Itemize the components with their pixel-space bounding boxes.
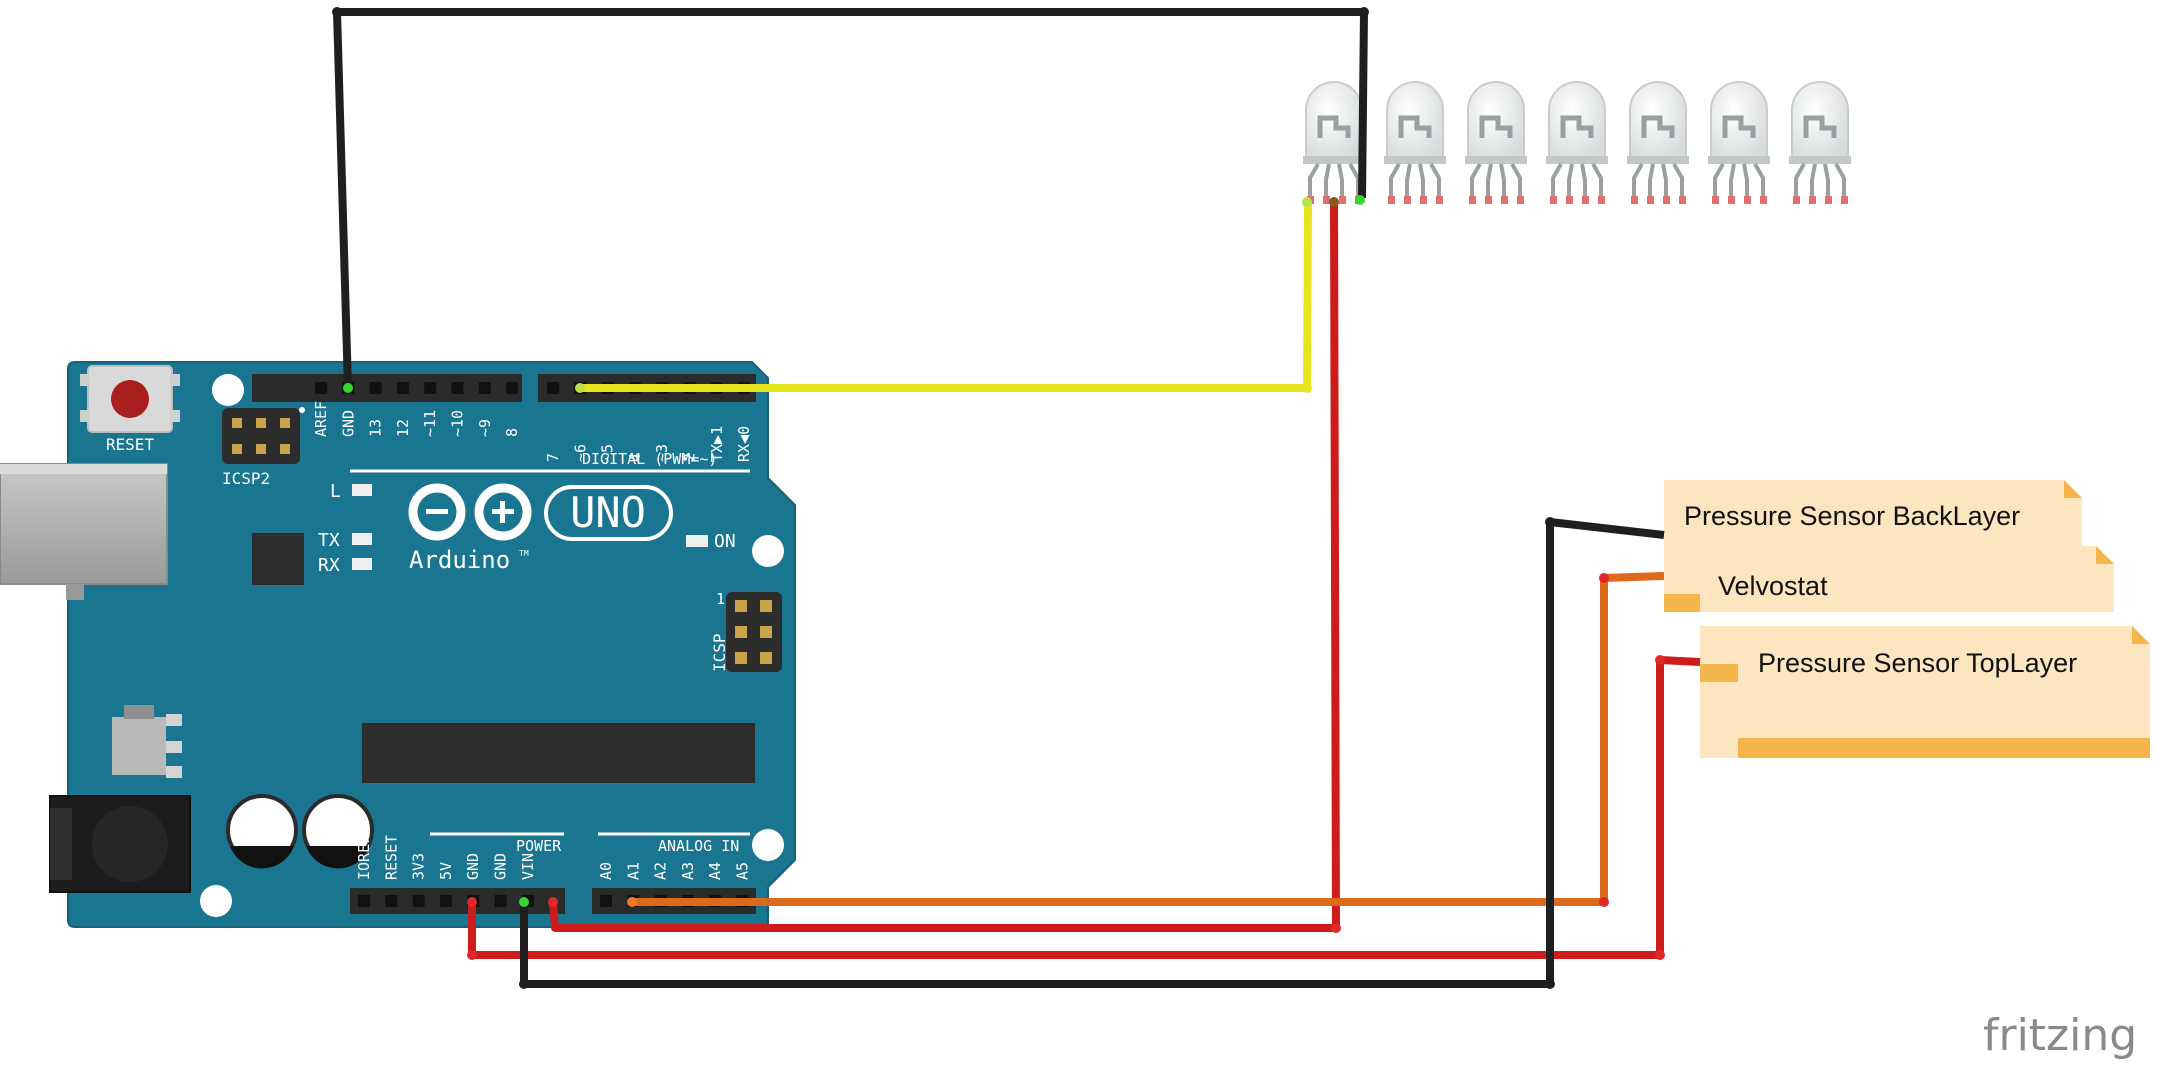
pin-label: RX◀0 (735, 426, 753, 462)
pin-label: GND (339, 410, 357, 437)
rgb-led[interactable] (1789, 81, 1851, 204)
pin-label: IOREF (355, 835, 373, 880)
power-header (350, 888, 565, 914)
header-pin (385, 895, 398, 907)
voltage-regulator (112, 705, 182, 778)
usb-chip (252, 533, 304, 585)
header-pin (494, 895, 507, 907)
pin-label: RESET (382, 835, 400, 880)
mount-hole (212, 374, 244, 406)
pin-label: ~3 (653, 444, 671, 462)
header-pin (369, 382, 382, 394)
pin-label: 2 (681, 453, 699, 462)
usb-connector (0, 463, 168, 585)
wire-yellow-d6-led[interactable] (580, 201, 1312, 392)
wires (332, 7, 1701, 989)
pin-label: 5V (437, 862, 455, 880)
reset-label: RESET (106, 435, 155, 454)
digital-label: DIGITAL (PWM=~) (582, 450, 717, 468)
analog-label: ANALOG IN (658, 837, 739, 855)
mount-hole (752, 535, 784, 567)
header-pin (358, 895, 370, 907)
pin-label: 12 (394, 419, 412, 437)
pin-label: 13 (367, 419, 385, 437)
rgb-led[interactable] (1708, 81, 1770, 204)
mount-hole (200, 885, 232, 917)
capacitor (302, 794, 374, 869)
rgb-led[interactable] (1627, 81, 1689, 204)
header-pin (547, 382, 559, 394)
header-pin (478, 382, 491, 394)
led-tx (352, 533, 372, 545)
wire-red-vin-led[interactable] (549, 201, 1340, 932)
pin-label: A1 (624, 862, 642, 880)
board-pcb (67, 361, 796, 928)
uno-logo: UNO (570, 488, 646, 537)
pin-label: VIN (519, 853, 537, 880)
header-pin (439, 895, 452, 907)
icsp-header (726, 592, 782, 672)
reset-button[interactable] (80, 365, 180, 433)
trademark: TM (519, 549, 529, 558)
digital-header-left (252, 374, 522, 402)
led-l-label: L (330, 481, 341, 502)
rgb-led-strip (1303, 81, 1851, 204)
icsp2-header (222, 407, 305, 464)
rgb-led[interactable] (1384, 81, 1446, 204)
header-pin (600, 895, 612, 907)
header-pin (424, 382, 437, 394)
pin-label: 3V3 (410, 853, 428, 880)
arduino-brand: Arduino (409, 546, 510, 574)
pin-label: 7 (544, 453, 562, 462)
header-pin (315, 382, 327, 394)
pin-label: GND (492, 853, 510, 880)
icsp2-label: ICSP2 (222, 469, 270, 488)
led-rx-label: RX (318, 555, 340, 576)
wire-black-gnd-led[interactable] (333, 8, 1368, 389)
icsp-pin1-label: 1 (716, 590, 725, 608)
led-tx-label: TX (318, 530, 340, 551)
led-rx (352, 558, 372, 570)
fritzing-watermark: fritzing (1983, 1010, 2137, 1061)
wire-orange-a1-velvostat[interactable] (632, 572, 1665, 906)
pin-label: ~11 (421, 410, 439, 437)
pin-label: A3 (679, 862, 697, 880)
pin-label: 8 (503, 428, 521, 437)
header-pin (412, 895, 425, 907)
led-on (686, 535, 708, 547)
pin-label: AREF (312, 401, 330, 437)
pin-label: A2 (652, 862, 670, 880)
pin-label: A4 (706, 862, 724, 880)
rgb-led[interactable] (1303, 81, 1365, 204)
icsp-label: ICSP (710, 633, 729, 672)
pin-label: A5 (734, 862, 752, 880)
header-pin (506, 382, 519, 394)
note-velvostat[interactable]: Velvostat (1664, 546, 2114, 612)
note-velvostat-text: Velvostat (1718, 571, 1828, 601)
pin-label: ~10 (449, 410, 467, 437)
led-on-label: ON (714, 531, 736, 552)
rgb-led[interactable] (1465, 81, 1527, 204)
pin-label: 4 (626, 453, 644, 462)
pin-label: ~5 (599, 444, 617, 462)
note-pressure-sensor-toplayer[interactable]: Pressure Sensor TopLayer (1700, 626, 2150, 758)
arduino-logo (408, 483, 673, 541)
pin-label: TX▶1 (708, 426, 726, 462)
header-pin (451, 382, 464, 394)
pin-label: ~6 (571, 444, 589, 462)
header-pin (396, 382, 409, 394)
pin-label: A0 (597, 862, 615, 880)
capacitor (226, 794, 298, 869)
microcontroller-chip (362, 723, 755, 783)
note-toplayer-text: Pressure Sensor TopLayer (1758, 648, 2077, 678)
rgb-led[interactable] (1546, 81, 1608, 204)
led-l (352, 484, 372, 496)
pin-label: ~9 (476, 419, 494, 437)
pin-label: GND (464, 853, 482, 880)
mount-hole (752, 829, 784, 861)
note-backlayer-text: Pressure Sensor BackLayer (1684, 501, 2020, 531)
power-label: POWER (516, 837, 562, 855)
